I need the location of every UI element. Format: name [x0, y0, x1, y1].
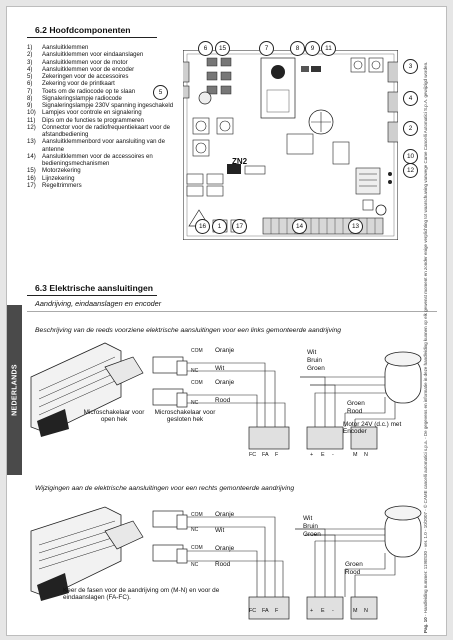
- terminal-f: F: [275, 452, 279, 458]
- terminal-e: E: [321, 452, 325, 458]
- legend-item: 7)Toets om de radiocode op te slaan: [27, 87, 136, 95]
- callout-17: 17: [232, 219, 247, 234]
- legend-item: 15)Motorzekering: [27, 167, 81, 175]
- section-title-connections: 6.3 Elektrische aansluitingen: [35, 283, 153, 293]
- callout-9: 9: [305, 41, 320, 56]
- terminal-fc: FC: [249, 452, 257, 458]
- section-rule: [27, 37, 157, 38]
- wire-brown-label: Bruin: [307, 357, 322, 364]
- right-mount-heading: Wijzigingen aan de elektrische aansluiti…: [35, 485, 295, 492]
- legend-item: 13)Aansluitklemmenbord voor aansluiting …: [27, 138, 165, 153]
- callout-3: 3: [403, 59, 418, 74]
- legend-item: 2)Aansluitklemmen voor eindaanslagen: [27, 51, 144, 59]
- wire-green-label: Groen: [307, 365, 325, 372]
- callout-8: 8: [290, 41, 305, 56]
- left-mount-heading: Beschrijving van de reeds voorziene elek…: [35, 327, 342, 334]
- callout-5: 5: [153, 85, 168, 100]
- legend-item: 9)Signaleringslampje 230V spanning inges…: [27, 102, 174, 109]
- callout-14: 14: [292, 219, 307, 234]
- wire-white-label: Wit: [215, 365, 225, 372]
- legend-item: 12)Connector voor de radiofrequentiekaar…: [27, 123, 171, 138]
- legend-item: 4)Aansluitklemmen voor de encoder: [27, 65, 135, 73]
- language-tab-label: NEDERLANDS: [11, 364, 18, 416]
- callout-4: 4: [403, 91, 418, 106]
- wire-orange-label: Oranje: [215, 379, 235, 386]
- subtitle-rule: [27, 311, 437, 312]
- callout-16: 16: [195, 219, 210, 234]
- terminal-n: N: [364, 452, 368, 458]
- switch-open-nc-label: NC: [191, 368, 199, 374]
- callout-6: 6: [198, 41, 213, 56]
- legend-item: 16)Lijnzekering: [27, 174, 75, 182]
- wire-orange-label: Oranje: [215, 511, 235, 518]
- callout-1: 1: [212, 219, 227, 234]
- terminal-m: M: [353, 452, 358, 458]
- terminal-fa: FA: [262, 452, 269, 458]
- callout-2: 2: [403, 121, 418, 136]
- switch-closed-com-label: COM: [191, 380, 203, 386]
- section-rule: [27, 295, 157, 296]
- legend-item: 17)Regeltrimmers: [27, 181, 82, 189]
- wire-red-label: Rood: [215, 397, 231, 404]
- switch-open-com-label: COM: [191, 512, 203, 518]
- board-model-label: ZN2: [232, 157, 248, 166]
- switch-closed-nc-label: NC: [191, 562, 199, 568]
- callout-10: 10: [403, 149, 418, 164]
- terminal-m: M: [353, 608, 358, 614]
- wire-brown-label: Bruin: [303, 523, 318, 530]
- terminal-fa: FA: [262, 608, 269, 614]
- microswitch-closed-label: Microschakelaar voor gesloten hek: [154, 409, 216, 423]
- callout-11: 11: [321, 41, 336, 56]
- legend-item: 3)Aansluitklemmen voor de motor: [27, 58, 128, 66]
- legend-item: 6)Zekering voor de printkaart: [27, 80, 115, 88]
- wire-orange-label: Oranje: [215, 347, 235, 354]
- wire-red-label: Rood: [215, 561, 231, 568]
- switch-open-com-label: COM: [191, 348, 203, 354]
- terminal-f: F: [275, 608, 279, 614]
- page-footer: Pag. 10 - Handleiding nummer: 119BS30 - …: [423, 62, 428, 633]
- right-mount-wiring-diagram: [30, 505, 422, 620]
- legend-item: 5)Zekeringen voor de accessoires: [27, 73, 129, 80]
- motor-label: Motor 24V (d.c.) met Encoder: [343, 421, 402, 435]
- wire-green-label: Groen: [345, 561, 363, 568]
- legend-item: 14)Aansluitklemmen voor de accessoires e…: [27, 152, 153, 167]
- wire-white-label: Wit: [215, 527, 225, 534]
- terminal-minus: -: [332, 452, 334, 458]
- terminal-n: N: [364, 608, 368, 614]
- terminal-fc: FC: [249, 608, 257, 614]
- wire-white-label: Wit: [307, 349, 317, 356]
- component-legend: 1)Aansluitklemmen 2)Aansluitklemmen voor…: [27, 44, 177, 189]
- page-number: Pag. 10: [423, 617, 428, 633]
- section-title-components: 6.2 Hoofdcomponenten: [35, 25, 131, 35]
- section-subtitle: Aandrijving, eindaanslagen en encoder: [35, 299, 162, 308]
- switch-open-nc-label: NC: [191, 527, 199, 533]
- callout-12: 12: [403, 163, 418, 178]
- microswitch-open-label: Microschakelaar voor open hek: [83, 409, 145, 423]
- footer-text: - Handleiding nummer: 119BS30 - ver. 1.0…: [423, 61, 428, 616]
- legend-item: 10)Lampjes voor controle en signalering: [27, 109, 142, 117]
- terminal-e: E: [321, 608, 325, 614]
- legend-item: 11)Dips om de functies te programmeren: [27, 116, 144, 124]
- callout-7: 7: [259, 41, 274, 56]
- control-board-diagram: [183, 50, 398, 240]
- left-mount-wiring-diagram: [30, 342, 422, 450]
- legend-item: 1)Aansluitklemmen: [27, 44, 89, 51]
- switch-closed-nc-label: NC: [191, 400, 199, 406]
- callout-15: 15: [215, 41, 230, 56]
- language-tab: NEDERLANDS: [7, 305, 22, 475]
- phase-reverse-note: Keer de fasen voor de aandrijving om (M-…: [63, 587, 220, 601]
- terminal-minus: -: [332, 608, 334, 614]
- switch-closed-com-label: COM: [191, 545, 203, 551]
- wire-white-label: Wit: [303, 515, 313, 522]
- terminal-plus: +: [310, 452, 314, 458]
- wire-red-label: Rood: [345, 569, 361, 576]
- legend-item: 8)Signaleringslampje radiocode: [27, 94, 122, 102]
- manual-page: 6.2 Hoofdcomponenten 1)Aansluitklemmen 2…: [6, 6, 447, 636]
- wire-green-label: Groen: [303, 531, 321, 538]
- wire-orange-label: Oranje: [215, 545, 235, 552]
- wire-red-label: Rood: [347, 408, 363, 415]
- wire-green-label: Groen: [347, 400, 365, 407]
- callout-13: 13: [348, 219, 363, 234]
- terminal-plus: +: [310, 608, 314, 614]
